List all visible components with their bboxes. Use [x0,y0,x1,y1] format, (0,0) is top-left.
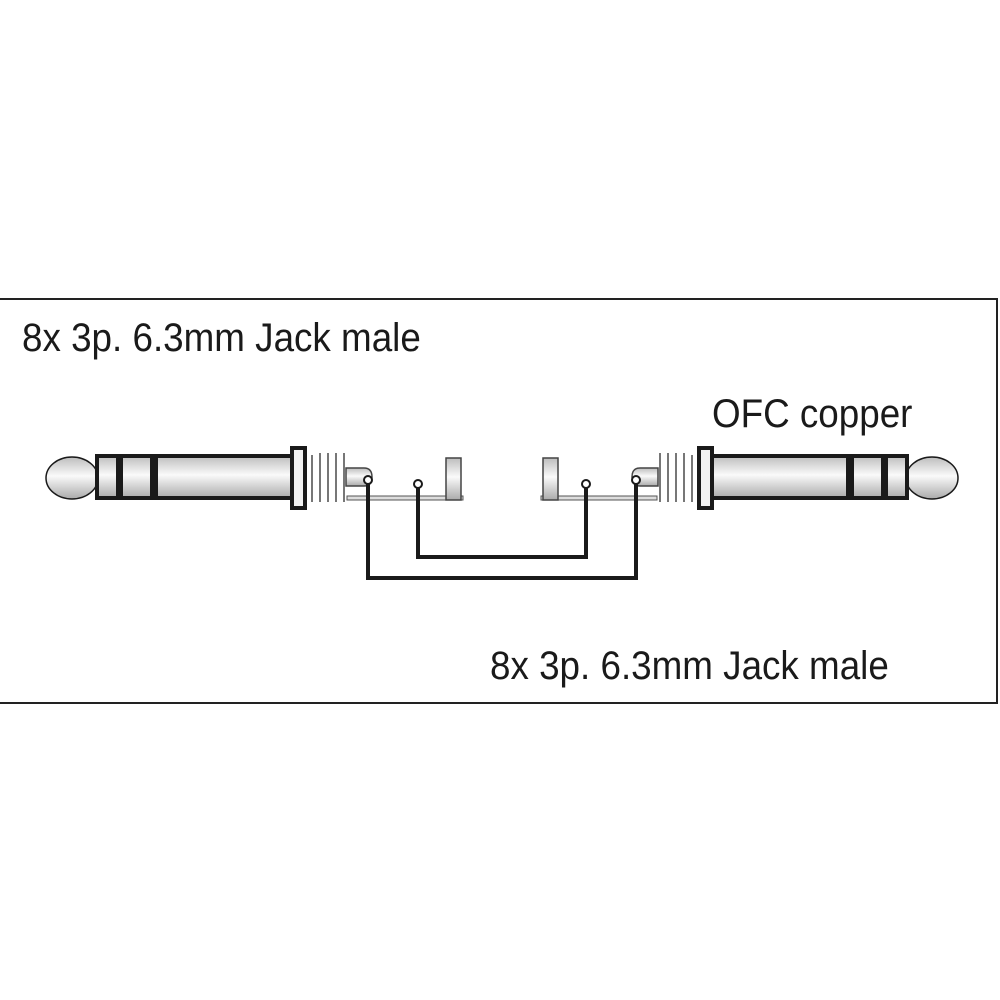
left-connector-label: 8x 3p. 6.3mm Jack male [22,316,421,360]
right-connector-label: 8x 3p. 6.3mm Jack male [490,644,889,688]
left-jack-plug [44,446,465,510]
diagram-frame [0,298,998,704]
right-jack-plug [539,446,960,510]
cable-label: OFC copper [712,392,913,436]
inner-wire [416,488,588,559]
outer-wire [366,484,638,580]
wires [366,484,638,580]
